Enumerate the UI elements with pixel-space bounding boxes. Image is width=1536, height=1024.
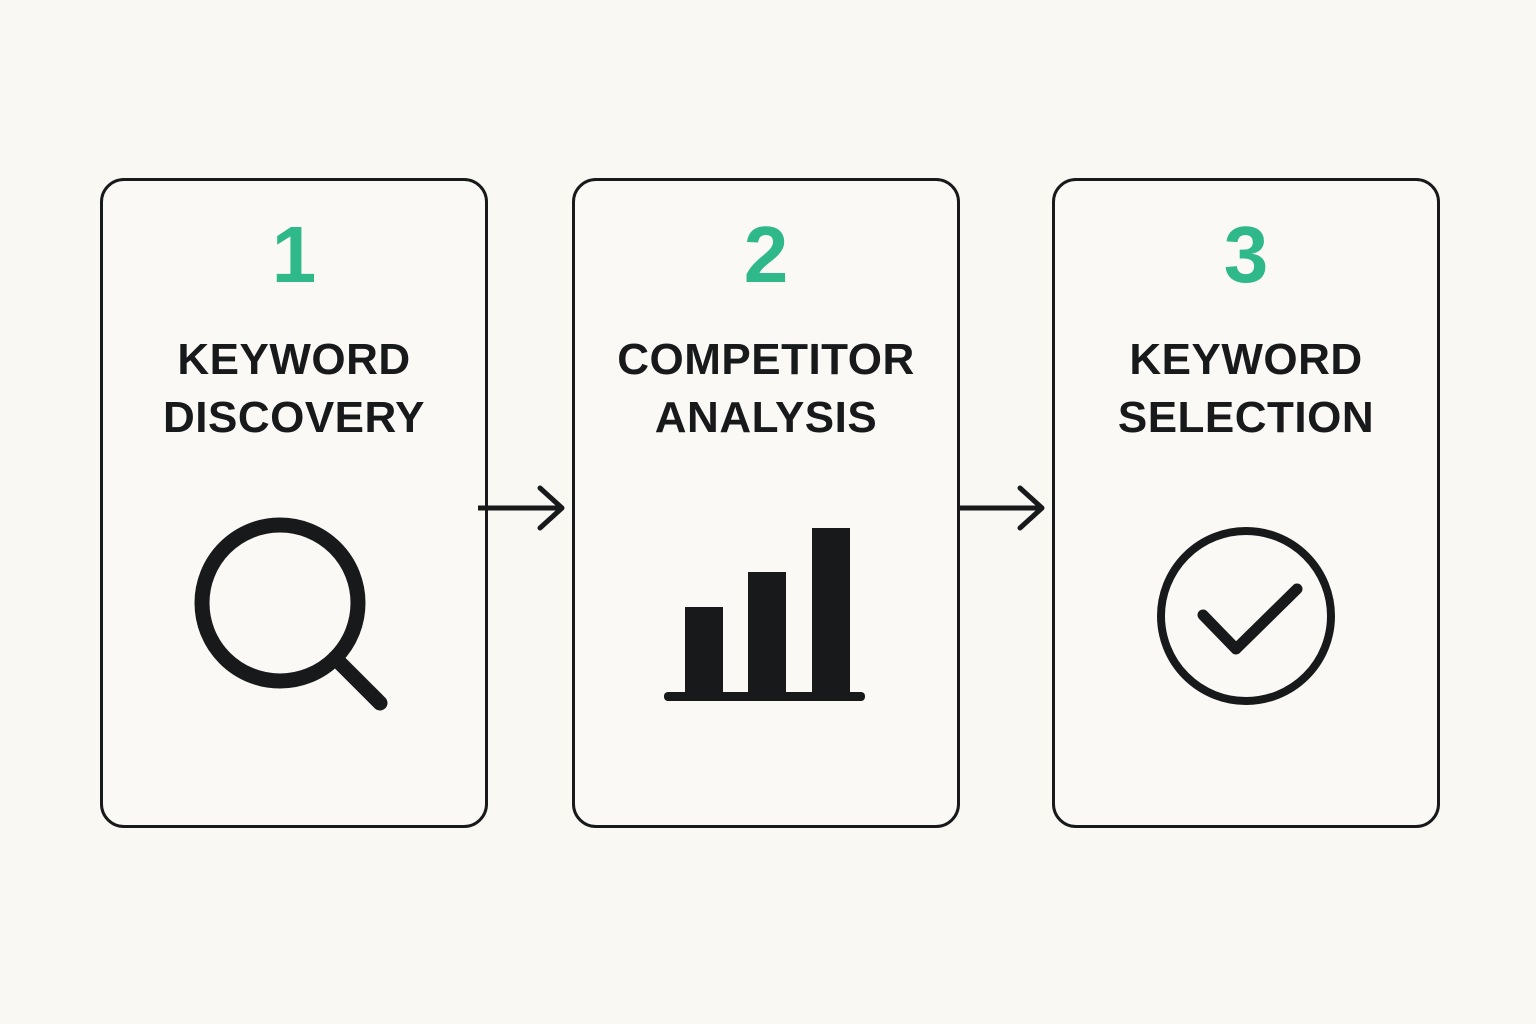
step-card-2[interactable]: 2 COMPETITOR ANALYSIS bbox=[572, 178, 960, 828]
step-icon-container-3 bbox=[1055, 501, 1437, 731]
step-title-3: KEYWORD SELECTION bbox=[1117, 335, 1375, 442]
step-title-1: KEYWORD DISCOVERY bbox=[162, 335, 426, 442]
step-card-3[interactable]: 3 KEYWORD SELECTION bbox=[1052, 178, 1440, 828]
connector-arrow-2 bbox=[958, 484, 1054, 532]
magnifying-glass-icon bbox=[194, 517, 388, 711]
step-card-1[interactable]: 1 KEYWORD DISCOVERY bbox=[100, 178, 488, 828]
step-icon-container-1 bbox=[103, 501, 485, 731]
connector-arrow-1 bbox=[478, 484, 574, 532]
step-number-2: 2 bbox=[743, 210, 789, 299]
step-number-1: 1 bbox=[271, 210, 317, 299]
step-icon-container-2 bbox=[575, 501, 957, 731]
bar-chart-icon bbox=[663, 528, 865, 701]
step-number-3: 3 bbox=[1223, 210, 1269, 299]
check-circle-icon bbox=[1157, 527, 1335, 705]
arrow-right-icon bbox=[958, 485, 1045, 531]
step-title-2: COMPETITOR ANALYSIS bbox=[617, 335, 915, 442]
arrow-right-icon bbox=[478, 485, 565, 531]
